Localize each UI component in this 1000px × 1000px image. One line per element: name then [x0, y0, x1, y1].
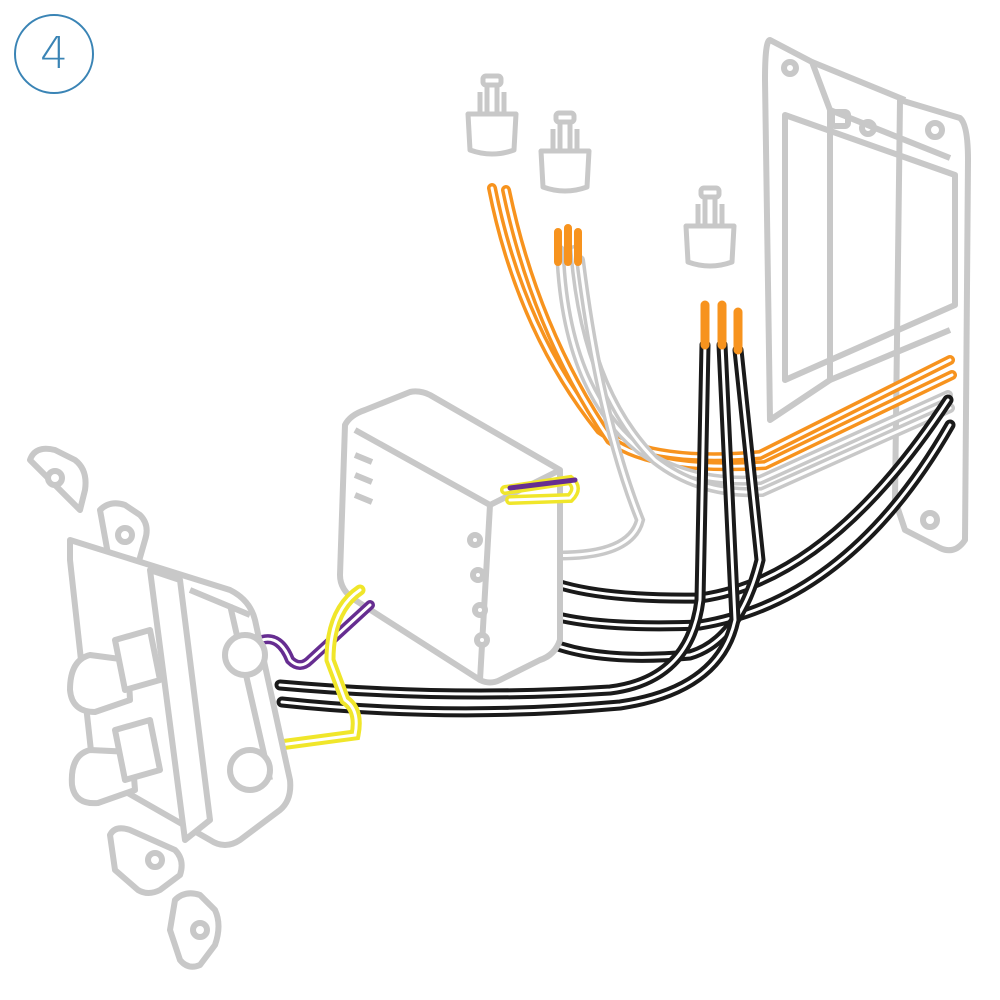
wire-nut-right — [686, 188, 734, 266]
wire-nut-left — [468, 76, 516, 154]
step-number-badge: 4 — [14, 14, 94, 94]
wire-nut-middle — [541, 113, 589, 191]
purple-yellow-relay-wires — [257, 474, 580, 751]
wall-switch — [27, 445, 294, 970]
step-number: 4 — [40, 28, 68, 79]
smart-relay-module — [337, 388, 563, 686]
electrical-box — [762, 37, 971, 554]
black-wires — [274, 300, 956, 718]
